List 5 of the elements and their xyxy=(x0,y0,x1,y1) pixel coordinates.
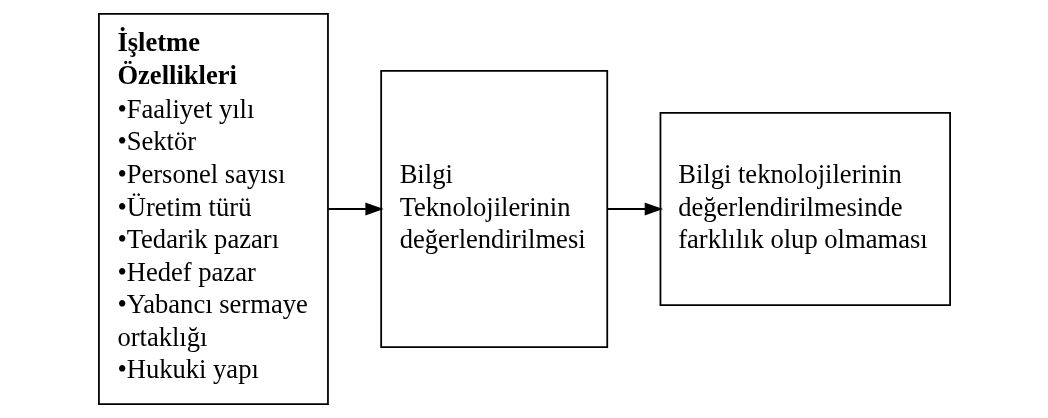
node-box: İşletme Özellikleri •Faaliyet yılı •Sektör •Personel sayısı •Üretim türü •Tedarik pazarı •Hedef pazar •Yabancı sermaye ortaklığı •Hukuki yapı xyxy=(97,13,329,405)
node-box: Bilgi teknolojilerinin değerlendirilmesinde farklılık olup olmaması xyxy=(659,112,951,306)
node-box: Bilgi Teknolojilerinin değerlendirilmesi xyxy=(379,69,608,349)
arrow xyxy=(605,202,663,216)
arrow xyxy=(326,202,384,216)
